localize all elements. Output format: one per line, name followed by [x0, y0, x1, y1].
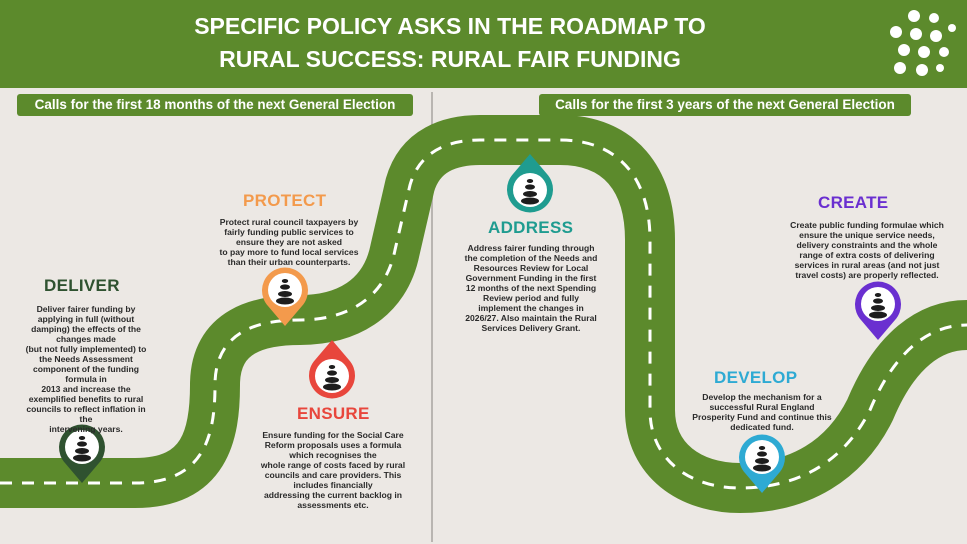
step-title-address: ADDRESS	[488, 218, 574, 237]
pin-protect	[262, 267, 308, 326]
stacked-stones-icon	[73, 436, 91, 462]
step-text-create: Create public funding formulae which ens…	[790, 220, 944, 280]
dot-cluster-logo	[890, 10, 956, 76]
period-label-18-months: Calls for the first 18 months of the nex…	[17, 94, 413, 116]
pin-deliver	[59, 424, 105, 483]
pin-develop	[739, 434, 785, 493]
stacked-stones-icon	[521, 179, 539, 205]
step-text-address: Address fairer funding through the compl…	[464, 243, 598, 333]
step-title-ensure: ENSURE	[297, 404, 370, 423]
pin-address	[507, 154, 553, 213]
section-divider	[431, 92, 433, 542]
stacked-stones-icon	[323, 365, 341, 391]
pin-ensure	[309, 340, 355, 399]
step-text-develop: Develop the mechanism for a successful R…	[692, 392, 832, 432]
stacked-stones-icon	[869, 293, 887, 319]
stacked-stones-icon	[753, 446, 771, 472]
page-title: SPECIFIC POLICY ASKS IN THE ROADMAP TO R…	[194, 13, 706, 72]
step-title-deliver: DELIVER	[44, 276, 120, 295]
step-text-protect: Protect rural council taxpayers by fairl…	[219, 217, 359, 267]
pin-create	[855, 281, 901, 340]
period-label-3-years: Calls for the first 3 years of the next …	[539, 94, 911, 116]
step-title-develop: DEVELOP	[714, 368, 798, 387]
road-center-line	[0, 138, 967, 490]
header-banner	[0, 0, 967, 88]
step-title-create: CREATE	[818, 193, 889, 212]
step-text-deliver: Deliver fairer funding by applying in fu…	[25, 304, 147, 434]
step-text-ensure: Ensure funding for the Social Care Refor…	[260, 430, 406, 510]
stacked-stones-icon	[276, 279, 294, 305]
step-title-protect: PROTECT	[243, 191, 327, 210]
